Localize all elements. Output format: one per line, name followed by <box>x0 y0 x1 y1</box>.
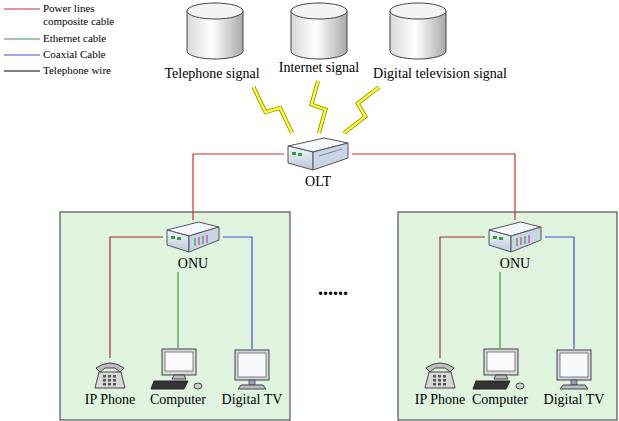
signal-source-cylinder: Internet signal <box>277 2 361 78</box>
signal-source-cylinder-shape <box>388 2 448 60</box>
cable-link <box>352 154 515 220</box>
cable-link <box>110 237 163 358</box>
legend-swatch <box>3 48 41 61</box>
signal-source-cylinder: Telephone signal <box>162 2 261 84</box>
signal-bolt-outline <box>254 87 292 133</box>
onu-device-icon <box>489 222 541 252</box>
cable-line <box>352 154 515 220</box>
cable-link <box>223 237 252 349</box>
onu-device-shape <box>165 220 221 254</box>
ip-phone-device-shape <box>93 358 127 390</box>
node-label: IP Phone <box>415 392 465 408</box>
digital-tv-device-icon <box>557 350 591 389</box>
node-label: Computer <box>150 392 206 408</box>
ip-phone-device: IP Phone <box>83 358 137 408</box>
olt-device-icon <box>288 138 348 170</box>
node-label: Computer <box>472 392 528 408</box>
ip-phone-device-icon <box>425 363 455 388</box>
node-label: Digital television signal <box>373 66 507 82</box>
cable-link <box>178 272 179 348</box>
cable-line <box>545 237 574 349</box>
cable-link <box>193 154 284 220</box>
node-label: Digital TV <box>222 392 283 408</box>
node-label: OLT <box>305 174 331 190</box>
onu-device: ONU <box>485 220 545 272</box>
computer-device-shape <box>150 348 206 390</box>
ip-phone-device-icon <box>95 363 125 388</box>
cable-link <box>440 237 485 358</box>
signal-bolt <box>311 81 325 133</box>
computer-device-icon <box>151 349 202 389</box>
computer-device-icon <box>473 349 524 389</box>
signal-source-cylinder-shape <box>289 2 349 60</box>
signal-link <box>311 81 325 133</box>
legend-swatch <box>3 64 41 77</box>
signal-link <box>344 87 379 133</box>
digital-tv-device: Digital TV <box>220 349 285 408</box>
onu-device: ONU <box>163 220 223 272</box>
cable-line <box>193 154 284 220</box>
node-label: ONU <box>178 256 208 272</box>
cable-line <box>223 237 252 349</box>
node-label: Telephone signal <box>164 66 259 82</box>
continuation-mark: ...... <box>318 278 348 298</box>
onu-device-icon <box>167 222 219 252</box>
home-region <box>60 212 290 420</box>
signal-source-cylinder-icon <box>187 3 243 59</box>
signal-bolt-outline <box>311 81 325 133</box>
legend-label: Ethernet cable <box>43 32 133 45</box>
digital-tv-device-shape <box>232 349 272 390</box>
ip-phone-device: IP Phone <box>413 358 467 408</box>
olt-device-shape <box>286 136 350 172</box>
node-label: IP Phone <box>85 392 135 408</box>
legend-label: Coaxial Cable <box>43 48 133 61</box>
signal-source-cylinder-shape <box>185 2 245 60</box>
signal-source-cylinder: Digital television signal <box>371 2 509 84</box>
signal-link <box>254 87 292 133</box>
cable-line <box>110 237 163 358</box>
cable-link <box>500 272 501 348</box>
onu-device-shape <box>487 220 543 254</box>
cable-line <box>177 272 178 348</box>
cable-line <box>499 272 500 348</box>
node-label: Digital TV <box>544 392 605 408</box>
digital-tv-device: Digital TV <box>542 349 607 408</box>
cable-line <box>440 237 485 358</box>
computer-device: Computer <box>470 348 530 408</box>
legend-label: Power lines composite cable <box>43 2 133 28</box>
legend-swatch <box>3 2 41 15</box>
signal-source-cylinder-icon <box>291 3 347 59</box>
node-label: ONU <box>500 256 530 272</box>
signal-bolt <box>344 87 379 133</box>
computer-device-shape <box>472 348 528 390</box>
computer-device: Computer <box>148 348 208 408</box>
signal-bolt <box>254 87 292 133</box>
signal-source-cylinder-icon <box>390 3 446 59</box>
cable-link <box>545 237 574 349</box>
legend: Power lines composite cableEthernet cabl… <box>3 0 138 90</box>
digital-tv-device-icon <box>235 350 269 389</box>
digital-tv-device-shape <box>554 349 594 390</box>
signal-bolt-outline <box>344 87 379 133</box>
ip-phone-device-shape <box>423 358 457 390</box>
legend-swatch <box>3 32 41 45</box>
olt-device: OLT <box>284 136 352 190</box>
home-region <box>398 212 617 420</box>
node-label: Internet signal <box>279 60 359 76</box>
legend-label: Telephone wire <box>43 64 133 77</box>
